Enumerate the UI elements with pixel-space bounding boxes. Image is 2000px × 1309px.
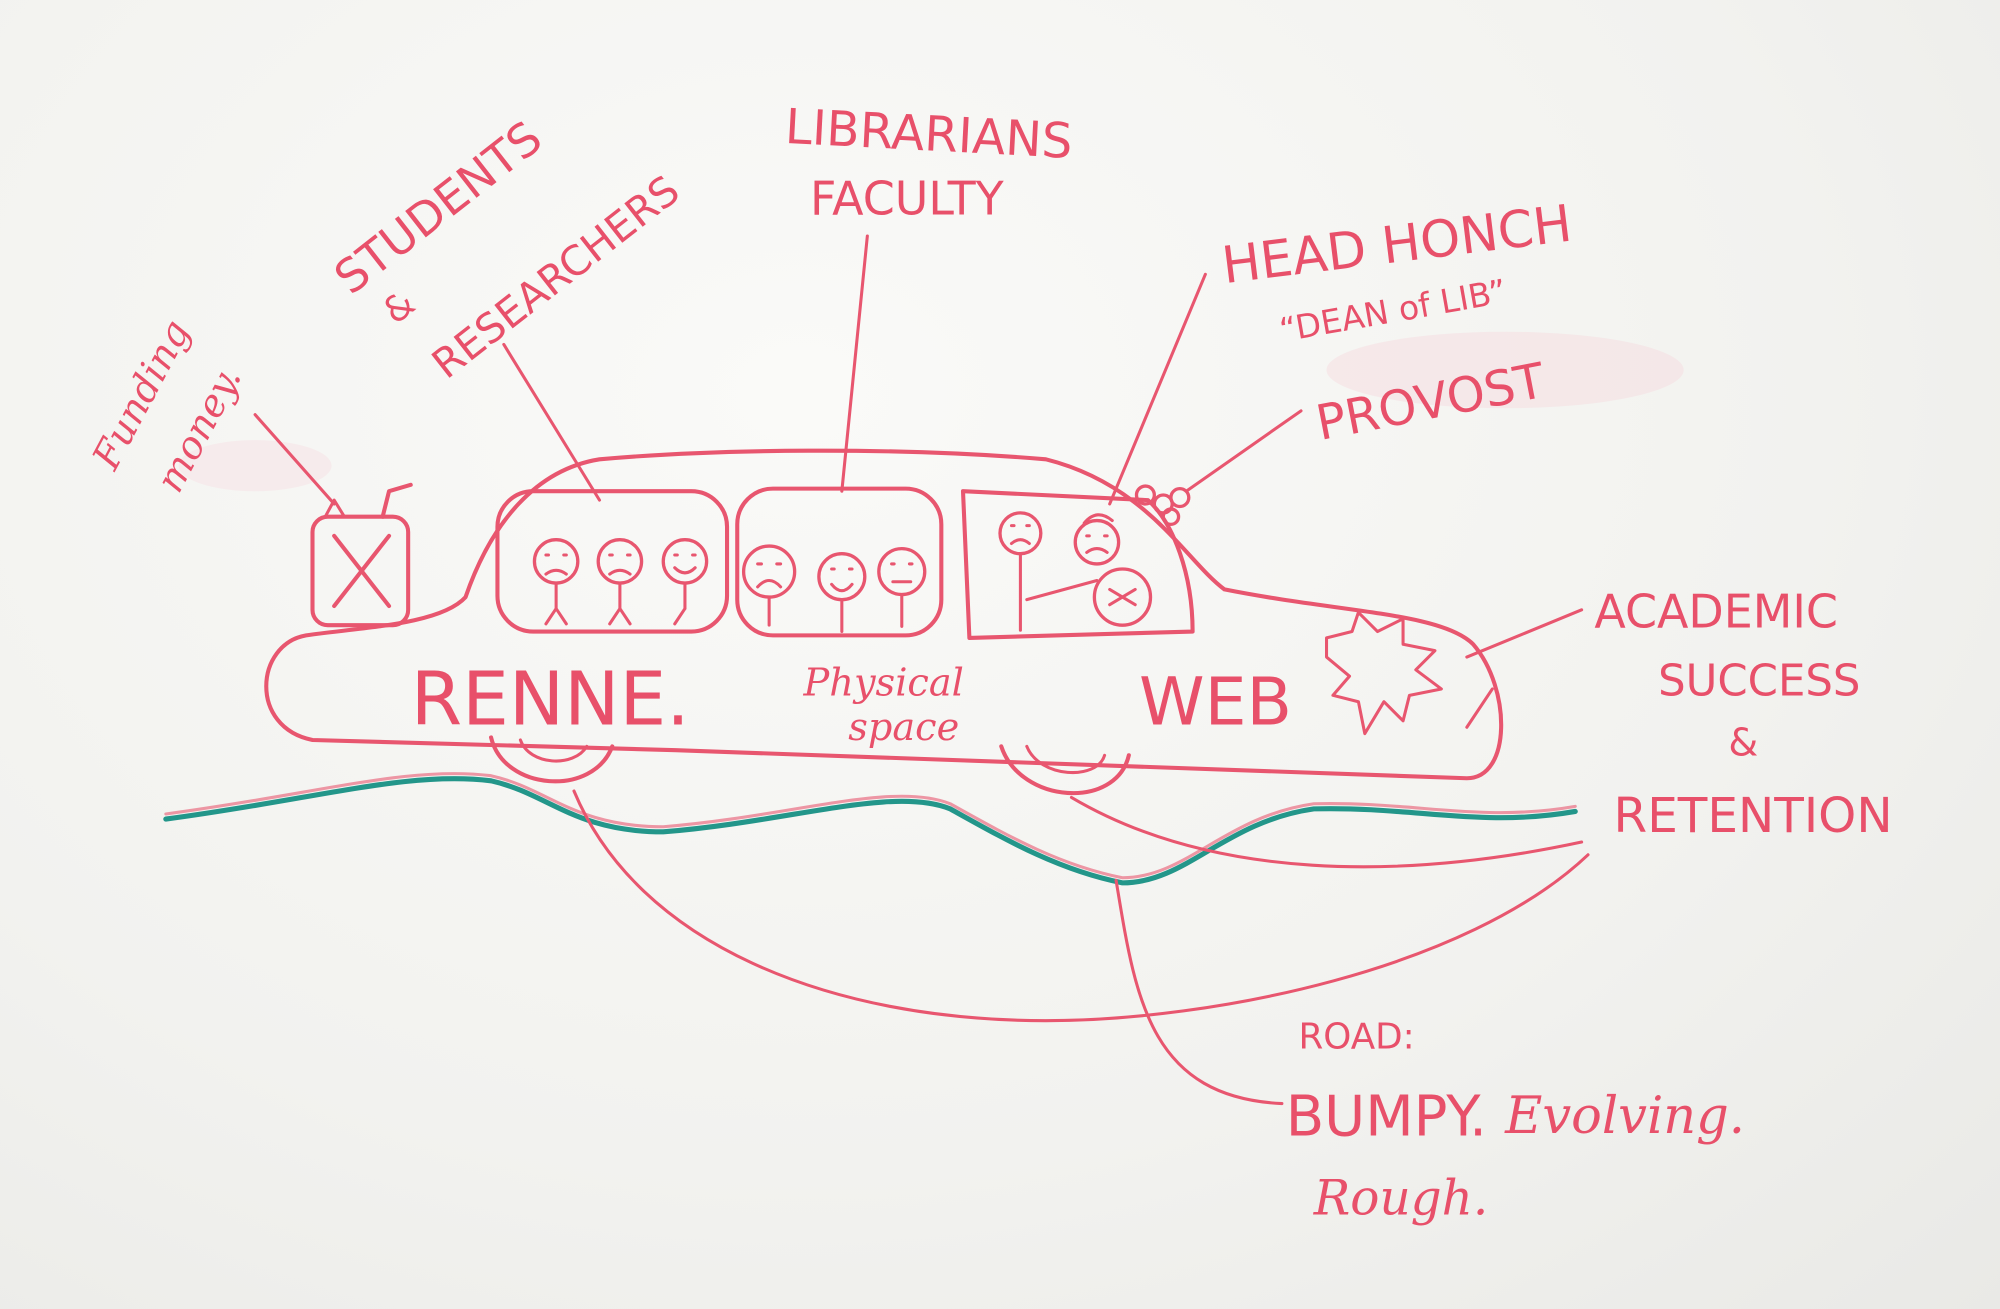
rear-wheel-inner [518,738,589,763]
label-bumpy: BUMPY. [1286,1084,1487,1149]
stick-figure [741,544,797,627]
stick-figure [532,538,580,626]
label-space: space [848,705,959,750]
smudge [1326,331,1684,409]
road-line [163,776,1578,886]
passengers [532,484,1191,634]
front-wheel-inner [1025,744,1107,775]
smudge [178,440,332,492]
label-renne: RENNE. [411,657,690,743]
label-ampersand-2: & [1728,720,1758,765]
stick-figure [596,538,644,626]
window-rear [495,489,730,634]
car [264,448,1504,796]
stick-figure [661,538,709,626]
road-shadow [164,772,1577,880]
front-wheel [999,744,1131,796]
stick-figure-dean [1073,513,1153,627]
window-middle [735,486,944,638]
label-success: SUCCESS [1658,656,1860,706]
stick-figure [877,546,927,628]
label-faculty: FACULTY [810,171,1005,225]
stick-figure-provost [998,511,1099,632]
label-academic: ACADEMIC [1594,585,1838,639]
label-retention: RETENTION [1614,788,1893,844]
label-head-honch: HEAD HONCH [1219,195,1575,296]
rear-wheel [489,735,615,784]
connector-lines [253,234,1590,1106]
key-rings-icon [1134,484,1191,527]
headlight-burst [1324,610,1443,736]
car-body [264,448,1504,781]
gas-can-icon [310,482,413,628]
label-web: WEB [1139,663,1292,741]
label-ampersand-1: & [376,283,423,332]
label-librarians: LIBRARIANS [784,99,1074,170]
steering-wheel-icon [1092,567,1153,627]
label-rough: Rough. [1313,1171,1489,1227]
label-evolving: Evolving. [1504,1087,1745,1146]
stick-figure [817,552,867,634]
label-road: ROAD: [1298,1017,1414,1058]
label-physical: Physical [803,660,964,705]
